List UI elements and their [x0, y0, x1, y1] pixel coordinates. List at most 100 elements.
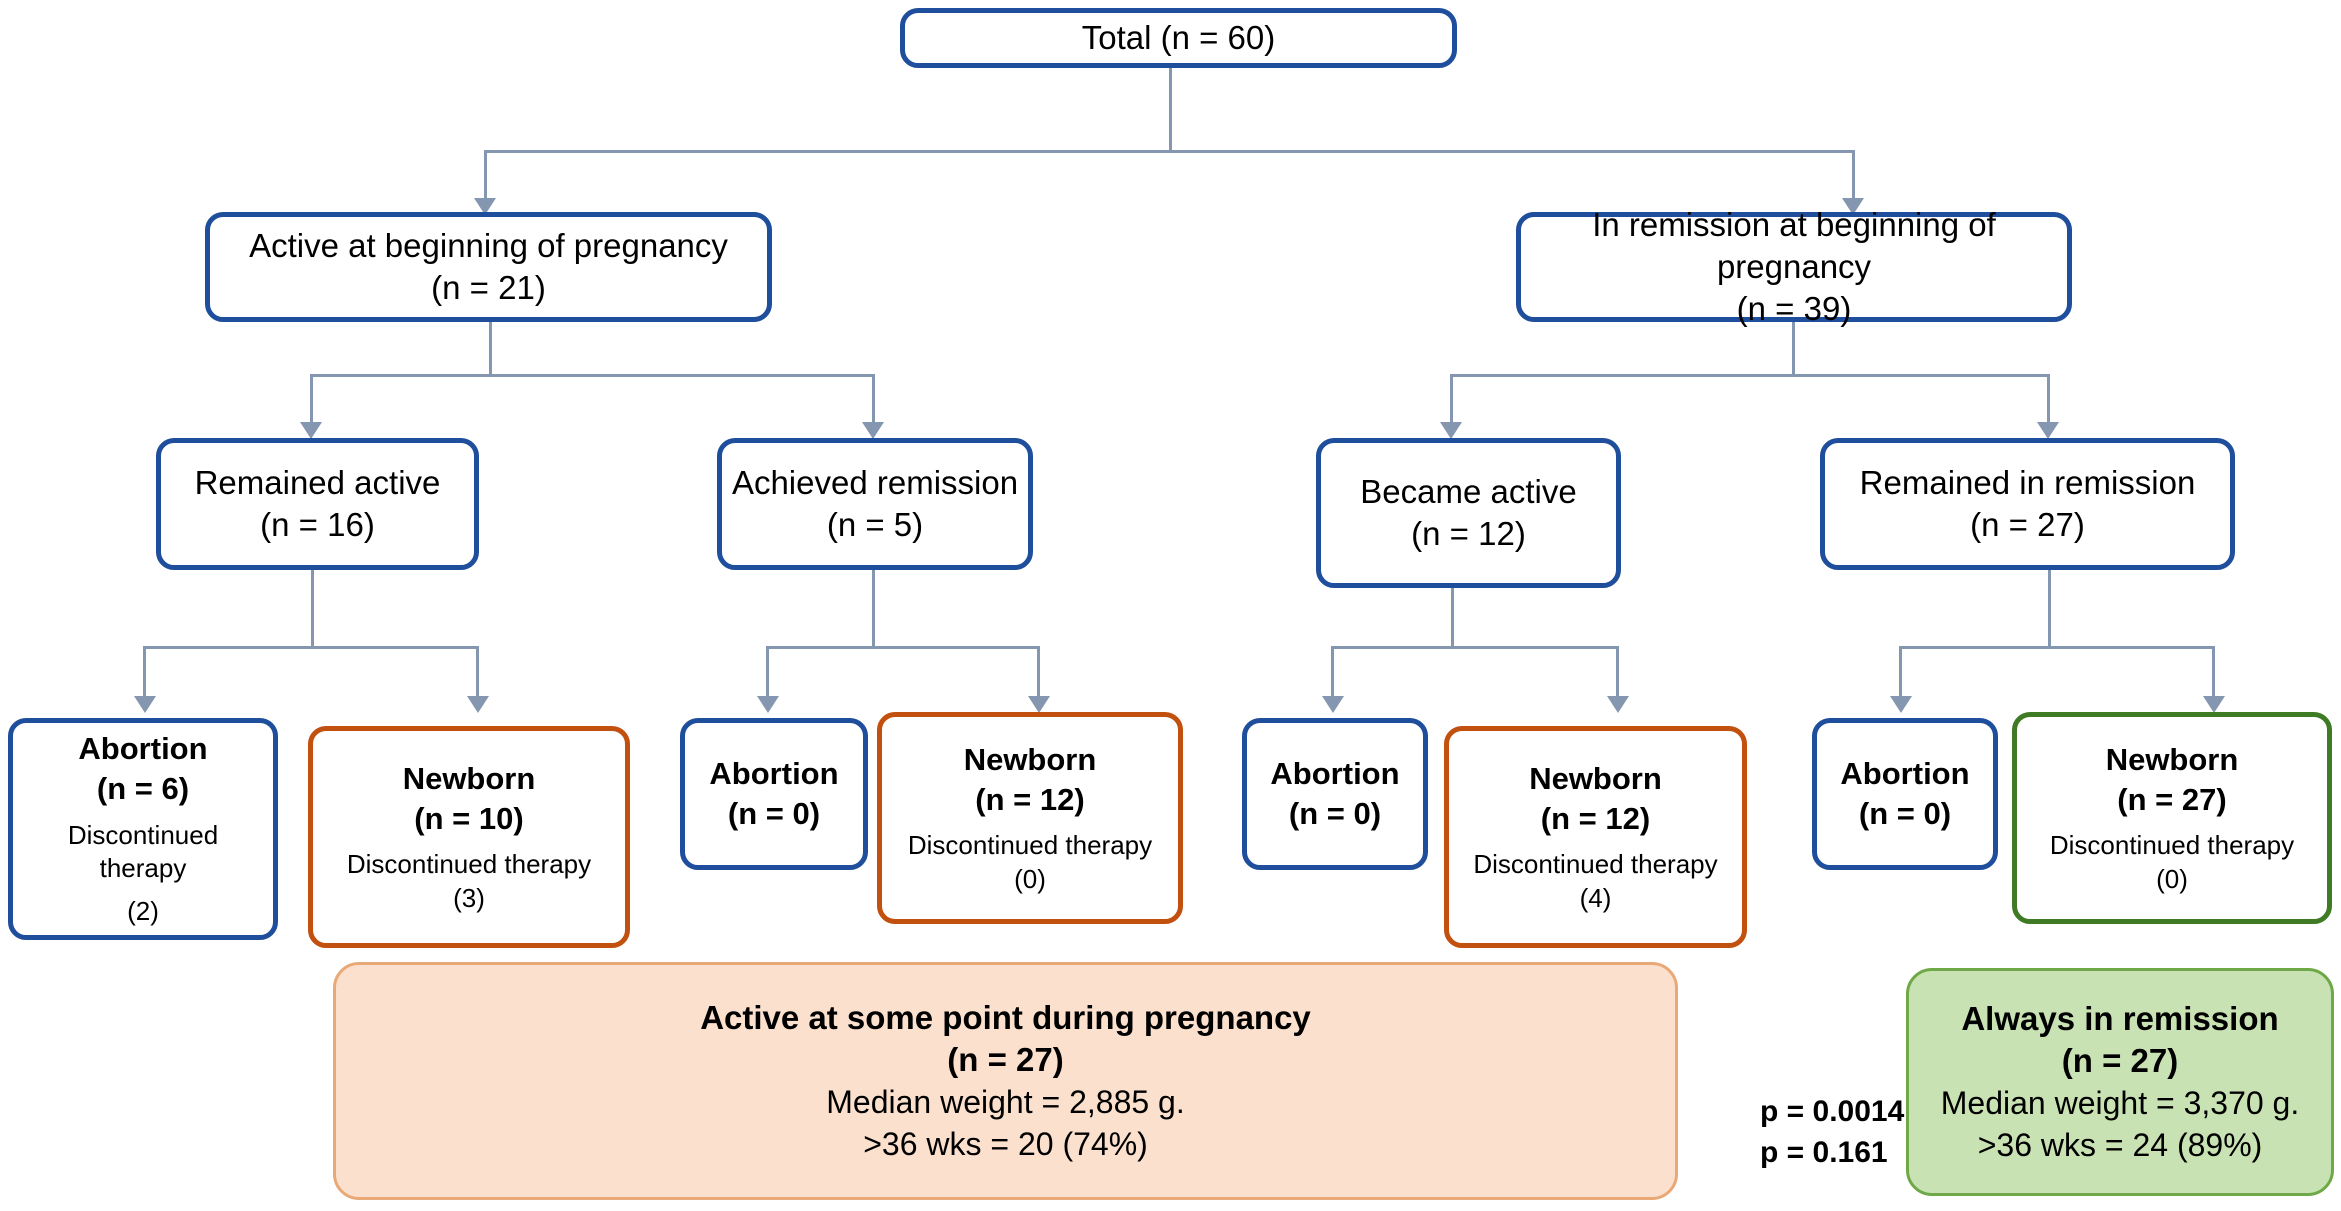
connector-root-down — [1169, 62, 1172, 152]
connector-g3-bar — [1331, 646, 1619, 649]
arrowhead-g1-left — [134, 696, 156, 713]
summary-always-remission[interactable]: Always in remission (n = 27) Median weig… — [1906, 968, 2334, 1196]
node-remission-at-beginning[interactable]: In remission at beginning of pregnancy (… — [1516, 206, 2072, 327]
connector-g1-bar — [143, 646, 479, 649]
arrowhead-g2-left — [757, 696, 779, 713]
node-remained-in-remission[interactable]: Remained in remission (n = 27) — [1820, 438, 2235, 570]
leaf-abortion-1-note: Discontinued therapy — [67, 819, 219, 884]
p-value-2: p = 0.161 — [1760, 1135, 1888, 1169]
node-remained-in-remission-line1: Remained in remission — [1859, 463, 2196, 501]
node-achieved-remission-line1: Achieved remission — [731, 463, 1019, 501]
leaf-abortion-4[interactable]: Abortion (n = 0) — [1812, 718, 1998, 870]
arrowhead-g3-left — [1322, 696, 1344, 713]
node-became-active-line1: Became active — [1360, 472, 1577, 510]
arrowhead-level2-right — [1842, 198, 1864, 215]
p-values: p = 0.0014 p = 0.161 — [1760, 1092, 1904, 1173]
leaf-abortion-1-count: (n = 6) — [96, 771, 190, 807]
leaf-newborn-2-note: Discontinued therapy — [907, 830, 1153, 861]
leaf-abortion-2-count: (n = 0) — [727, 796, 821, 831]
leaf-newborn-4-title: Newborn — [2105, 742, 2239, 778]
arrowhead-g4-right — [2203, 696, 2225, 713]
node-achieved-remission-line2: (n = 5) — [826, 506, 924, 543]
summary-left-median-weight: Median weight = 2,885 g. — [826, 1084, 1185, 1121]
node-achieved-remission[interactable]: Achieved remission (n = 5) — [717, 438, 1033, 570]
node-remained-active-line1: Remained active — [194, 463, 441, 501]
summary-right-median-weight: Median weight = 3,370 g. — [1940, 1085, 2300, 1122]
leaf-newborn-1-note: Discontinued therapy — [346, 849, 592, 880]
summary-right-weeks: >36 wks = 24 (89%) — [1977, 1126, 2263, 1163]
node-active-at-beginning[interactable]: Active at beginning of pregnancy (n = 21… — [205, 212, 772, 322]
connector-g4-left-drop — [1899, 646, 1902, 700]
connector-g1-left-drop — [143, 646, 146, 700]
connector-l3-left-bar — [310, 374, 875, 377]
leaf-abortion-4-count: (n = 0) — [1858, 796, 1952, 831]
leaf-abortion-1-title: Abortion — [78, 731, 208, 767]
arrowhead-g4-left — [1890, 696, 1912, 713]
leaf-newborn-4-note-value: (0) — [2156, 863, 2188, 894]
node-total-label: Total (n = 60) — [1081, 18, 1276, 56]
leaf-abortion-3-count: (n = 0) — [1288, 796, 1382, 831]
leaf-newborn-4-count: (n = 27) — [2117, 781, 2227, 817]
leaf-newborn-3-note-value: (4) — [1579, 882, 1612, 913]
connector-g2-right-drop — [1037, 646, 1040, 700]
leaf-abortion-4-title: Abortion — [1840, 756, 1970, 792]
node-became-active[interactable]: Became active (n = 12) — [1316, 438, 1621, 588]
leaf-abortion-2-title: Abortion — [709, 756, 839, 792]
leaf-abortion-3[interactable]: Abortion (n = 0) — [1242, 718, 1428, 870]
node-total[interactable]: Total (n = 60) — [900, 8, 1457, 68]
leaf-newborn-1[interactable]: Newborn (n = 10) Discontinued therapy (3… — [308, 726, 630, 948]
connector-level2-bar — [484, 150, 1855, 153]
node-remained-in-remission-line2: (n = 27) — [1970, 506, 2085, 543]
arrowhead-g3-right — [1607, 696, 1629, 713]
connector-g3-down — [1451, 588, 1454, 648]
arrowhead-g1-right — [467, 696, 489, 713]
node-active-at-beginning-line1: Active at beginning of pregnancy — [249, 226, 728, 264]
connector-g2-left-drop — [766, 646, 769, 700]
leaf-abortion-3-title: Abortion — [1270, 756, 1400, 792]
connector-g2-bar — [766, 646, 1040, 649]
leaf-abortion-1[interactable]: Abortion (n = 6) Discontinued therapy (2… — [8, 718, 278, 940]
connector-level2-right-drop — [1852, 150, 1855, 202]
leaf-newborn-1-count: (n = 10) — [414, 800, 524, 836]
summary-active-some-point[interactable]: Active at some point during pregnancy (n… — [333, 962, 1678, 1200]
leaf-newborn-2-note-value: (0) — [1014, 863, 1046, 894]
connector-l3a-drop — [310, 374, 313, 426]
leaf-newborn-1-note-value: (3) — [453, 882, 485, 913]
leaf-newborn-3-count: (n = 12) — [1540, 800, 1651, 836]
connector-l3c-drop — [1450, 374, 1453, 426]
arrowhead-level2-left — [474, 198, 496, 215]
leaf-newborn-2[interactable]: Newborn (n = 12) Discontinued therapy (0… — [877, 712, 1183, 924]
connector-level2-left-drop — [484, 150, 487, 202]
connector-g4-down — [2048, 570, 2051, 648]
leaf-newborn-3[interactable]: Newborn (n = 12) Discontinued therapy (4… — [1444, 726, 1747, 948]
summary-right-title: Always in remission — [1961, 999, 2279, 1037]
connector-g4-right-drop — [2212, 646, 2215, 700]
connector-g3-left-drop — [1331, 646, 1334, 700]
leaf-newborn-3-title: Newborn — [1529, 761, 1662, 797]
connector-l3-right-bar — [1450, 374, 2050, 377]
node-remained-active[interactable]: Remained active (n = 16) — [156, 438, 479, 570]
connector-g1-down — [311, 570, 314, 648]
node-became-active-line2: (n = 12) — [1411, 515, 1526, 552]
leaf-newborn-2-title: Newborn — [963, 742, 1097, 778]
p-value-1: p = 0.0014 — [1760, 1095, 1905, 1128]
connector-g3-right-drop — [1616, 646, 1619, 700]
arrowhead-l3c — [1440, 422, 1462, 439]
connector-g2-down — [872, 570, 875, 648]
summary-left-weeks: >36 wks = 20 (74%) — [863, 1125, 1148, 1162]
summary-right-count: (n = 27) — [2061, 1042, 2179, 1080]
summary-left-count: (n = 27) — [947, 1041, 1064, 1079]
leaf-abortion-2[interactable]: Abortion (n = 0) — [680, 718, 868, 870]
node-remission-at-beginning-line2: (n = 39) — [1736, 290, 1852, 328]
connector-l3b-drop — [872, 374, 875, 426]
leaf-newborn-4[interactable]: Newborn (n = 27) Discontinued therapy (0… — [2012, 712, 2332, 924]
node-remained-active-line2: (n = 16) — [260, 506, 375, 543]
node-active-at-beginning-line2: (n = 21) — [431, 269, 546, 306]
summary-left-title: Active at some point during pregnancy — [700, 998, 1311, 1036]
leaf-newborn-3-note: Discontinued therapy — [1473, 849, 1718, 880]
leaf-abortion-1-note-value: (2) — [127, 896, 159, 927]
connector-l3d-drop — [2047, 374, 2050, 426]
node-remission-at-beginning-line1: In remission at beginning of pregnancy — [1592, 205, 1996, 285]
arrowhead-l3d — [2037, 422, 2059, 439]
arrowhead-g2-right — [1028, 696, 1050, 713]
